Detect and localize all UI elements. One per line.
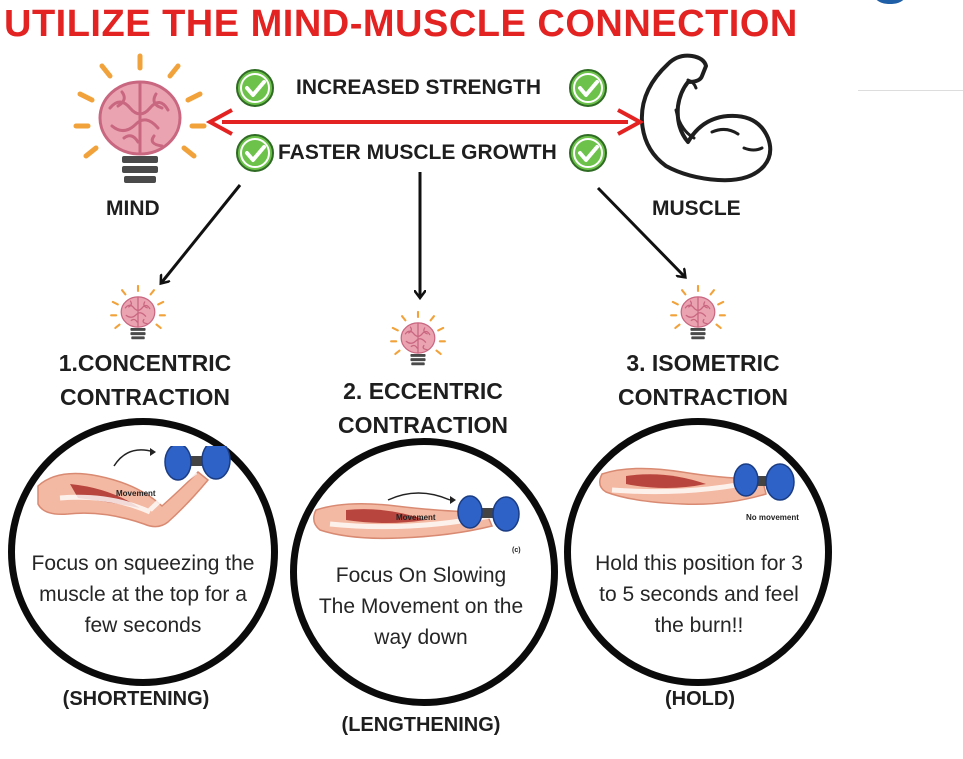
- concentric-arm-illustration: Movement: [37, 446, 231, 528]
- benefit-strength: INCREASED STRENGTH: [296, 76, 542, 99]
- page-title: UTILIZE THE MIND-MUSCLE CONNECTION: [4, 3, 798, 45]
- brain-bulb-icon: [76, 56, 204, 183]
- eccentric-circle: [290, 438, 558, 706]
- eccentric-description: Focus On Slowing The Movement on the way…: [318, 564, 524, 649]
- concentric-tag: (SHORTENING): [62, 688, 210, 710]
- benefit-growth: FASTER MUSCLE GROWTH: [278, 141, 557, 164]
- dumbbell-icon: [164, 446, 231, 481]
- arrow-to-concentric: [162, 184, 242, 282]
- flexed-arm-icon: [639, 53, 773, 183]
- eccentric-heading: 2. ECCENTRIC CONTRACTION: [338, 378, 508, 438]
- eccentric-arm-illustration: Movement (c): [313, 492, 521, 554]
- figure-mark: (c): [512, 547, 521, 554]
- isometric-description: Hold this position for 3 to 5 seconds an…: [595, 552, 803, 637]
- concentric-circle: [8, 418, 278, 686]
- mind-muscle-arrow: [205, 108, 645, 136]
- check-icon: [568, 133, 608, 173]
- divider-line: [858, 90, 963, 91]
- eccentric-tag: (LENGTHENING): [341, 714, 501, 736]
- concentric-description: Focus on squeezing the muscle at the top…: [31, 552, 255, 637]
- check-icon: [235, 68, 275, 108]
- muscle-label: MUSCLE: [652, 197, 741, 220]
- arm-label: No movement: [746, 513, 799, 522]
- arm-label: Movement: [396, 513, 436, 522]
- dumbbell-icon: [733, 463, 795, 501]
- isometric-circle: [564, 418, 832, 686]
- dumbbell-icon: [457, 495, 520, 532]
- arm-label: Movement: [116, 489, 156, 498]
- isometric-arm-illustration: No movement: [599, 463, 799, 522]
- corner-badge: [870, 0, 910, 4]
- check-icon: [568, 68, 608, 108]
- arrow-to-isometric: [596, 186, 684, 276]
- check-icon: [235, 133, 275, 173]
- brain-bulb-icon: [110, 284, 166, 341]
- brain-bulb-icon: [670, 284, 726, 341]
- isometric-tag: (HOLD): [665, 688, 735, 710]
- mind-label: MIND: [106, 197, 160, 220]
- concentric-heading: 1.CONCENTRIC CONTRACTION: [58, 350, 232, 410]
- isometric-heading: 3. ISOMETRIC CONTRACTION: [618, 350, 788, 410]
- brain-bulb-icon: [390, 310, 446, 367]
